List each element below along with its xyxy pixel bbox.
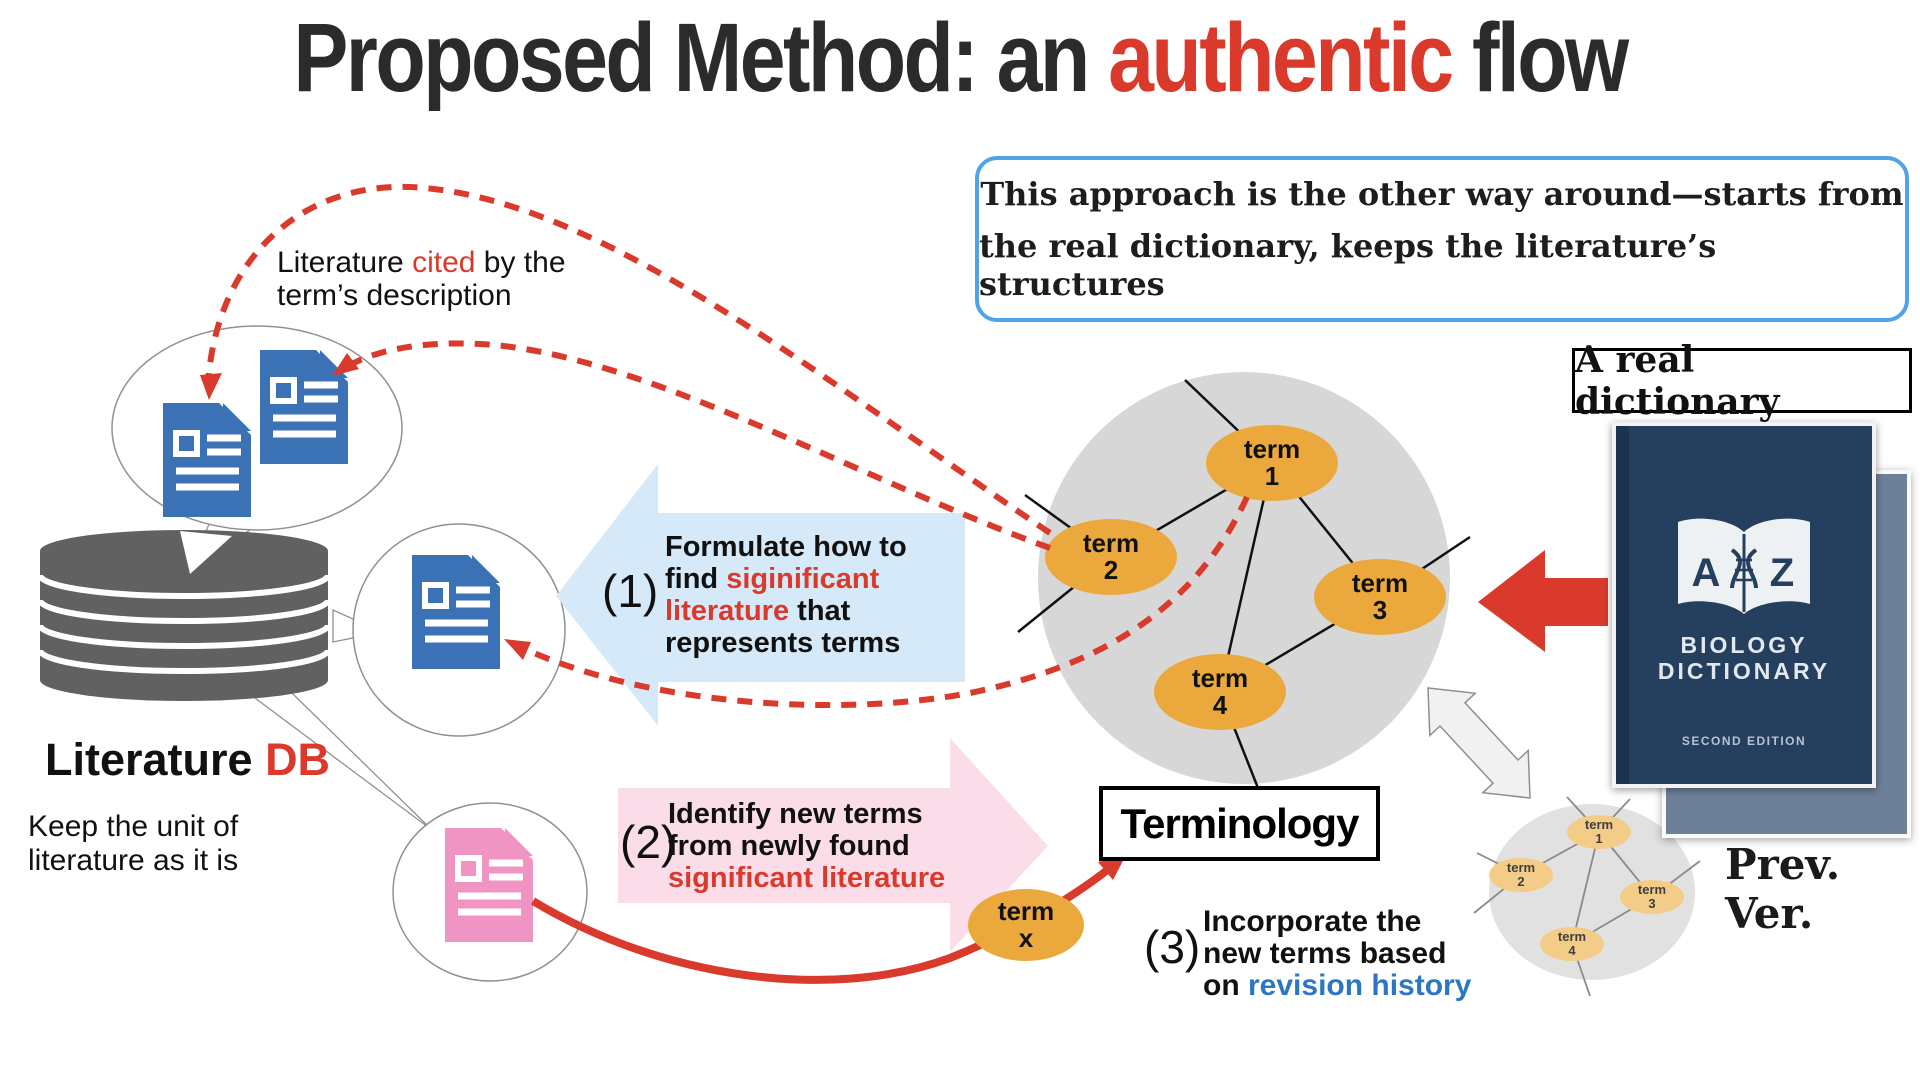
biology-dictionary-book: A Z BIOLOGY DICTIONARY SECOND EDITION xyxy=(1612,422,1876,788)
open-book-icon: A Z xyxy=(1678,518,1810,614)
solid-arrowhead xyxy=(1098,855,1126,880)
node-prev-term-4 xyxy=(1540,927,1604,961)
node-term-x xyxy=(968,889,1084,961)
prev-version-label: Prev. Ver. xyxy=(1725,840,1841,938)
approach-callout: This approach is the other way around—st… xyxy=(975,156,1909,322)
step2-text: Identify new terms from newly found sign… xyxy=(668,798,946,894)
node-prev-term-2 xyxy=(1489,858,1553,892)
literature-db-cylinder xyxy=(37,530,331,701)
terminology-cluster-circle xyxy=(1038,372,1450,784)
literature-db-label: Literature DB xyxy=(45,734,331,785)
literature-cited-label: Literature cited by the term’s descripti… xyxy=(277,246,566,312)
node-prev-term-3 xyxy=(1620,880,1684,914)
compare-double-arrow xyxy=(1427,687,1531,799)
prev-version-cluster-circle xyxy=(1489,804,1695,980)
step3-text: Incorporate the new terms based on revis… xyxy=(1203,905,1472,1002)
dashed-arrowhead xyxy=(504,639,531,660)
document-icon xyxy=(260,350,348,464)
document-icon-pink xyxy=(445,828,533,942)
title-pre: Proposed Method: an xyxy=(293,3,1109,112)
book-letter-z: Z xyxy=(1770,551,1794,595)
callout-line1: This approach is the other way around—st… xyxy=(980,175,1904,213)
book-letter-a: A xyxy=(1692,551,1721,595)
document-icon xyxy=(163,403,251,517)
node-term-1 xyxy=(1206,425,1338,501)
callout-line2: the real dictionary, keeps the literatur… xyxy=(979,227,1717,303)
node-prev-term-1 xyxy=(1567,815,1631,849)
node-term-3 xyxy=(1314,559,1446,635)
keep-unit-label: Keep the unit of literature as it is xyxy=(28,810,239,877)
terminology-label: Terminology xyxy=(1099,786,1380,861)
step3-number: (3) xyxy=(1144,921,1201,973)
node-term-2 xyxy=(1045,519,1177,595)
dictionary-input-arrow xyxy=(1478,550,1608,652)
dna-icon xyxy=(1730,548,1758,589)
document-icon xyxy=(412,555,500,669)
book-edition: SECOND EDITION xyxy=(1681,734,1807,748)
step1-block-arrow xyxy=(556,464,965,726)
step1-text: Formulate how to find siginificant liter… xyxy=(665,531,907,659)
step1-number: (1) xyxy=(602,565,659,617)
step2-block-arrow xyxy=(618,738,1048,952)
dashed-cited-arrow-2 xyxy=(336,340,1052,551)
cylinder-notch xyxy=(180,531,232,574)
dashed-cited-arrow-1 xyxy=(205,183,1052,536)
slide-title: Proposed Method: an authentic flow xyxy=(144,2,1776,114)
dashed-represent-arrow xyxy=(508,495,1250,709)
step2-number: (2) xyxy=(620,816,677,868)
bubble-cited-literature xyxy=(111,325,403,531)
dashed-arrowhead xyxy=(200,373,222,400)
book-title-line2: DICTIONARY xyxy=(1657,658,1831,684)
dashed-arrowhead xyxy=(332,353,359,376)
title-post: flow xyxy=(1451,3,1629,112)
book-title-line1: BIOLOGY xyxy=(1680,632,1808,658)
node-term-4 xyxy=(1154,654,1286,730)
title-highlight: authentic xyxy=(1108,3,1454,112)
real-dictionary-label: A real dictionary xyxy=(1572,339,1912,423)
